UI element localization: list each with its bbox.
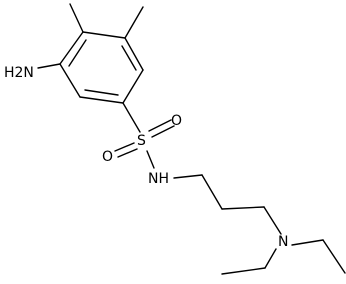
ethyl-left-bond-1 <box>264 248 277 269</box>
chain-bond-3 <box>221 206 265 210</box>
sulfur-label: S <box>137 133 146 149</box>
ring-to-sulfur-bond <box>122 102 141 133</box>
tertiary-amine-label: N <box>278 234 288 250</box>
sulfur-oxygen-double-bond-bottom-a <box>114 142 135 152</box>
ring-bond-bottom <box>79 96 124 104</box>
oxygen-top-label: O <box>171 113 182 129</box>
chain-bond-1 <box>173 174 203 179</box>
ring-bond-top <box>82 31 126 39</box>
ring-bond-bottom-right <box>122 69 144 104</box>
ethyl-right-bond-1 <box>291 239 324 246</box>
ring-double-bond-bottom <box>84 89 119 96</box>
chain-bond-2 <box>201 174 223 210</box>
ring-bond-top-right <box>124 37 144 71</box>
sulfonamide-nh-label: NH <box>148 171 169 187</box>
ring-bond-top-left <box>59 31 84 65</box>
ring-double-bond-right <box>121 45 137 71</box>
methyl-bond-right <box>124 6 144 39</box>
chain-bond-4 <box>263 206 282 235</box>
amine-bond <box>37 63 61 69</box>
ring-bond-bottom-left <box>59 63 81 98</box>
ethyl-left-bond-2 <box>221 267 266 275</box>
sulfur-oxygen-double-bond-bottom-b <box>117 148 138 158</box>
ring-double-bond-left <box>68 39 87 67</box>
methyl-bond-left <box>69 3 84 33</box>
benzene-ring <box>59 31 144 104</box>
ethyl-right-bond-2 <box>322 239 346 274</box>
sulfur-oxygen-double-bond-top-b <box>151 125 175 138</box>
sulfur-oxygen-double-bond-top-a <box>148 119 172 132</box>
oxygen-bottom-label: O <box>102 149 113 165</box>
sulfur-to-nh-bond <box>146 150 155 169</box>
amine-label: H2N <box>4 65 34 81</box>
